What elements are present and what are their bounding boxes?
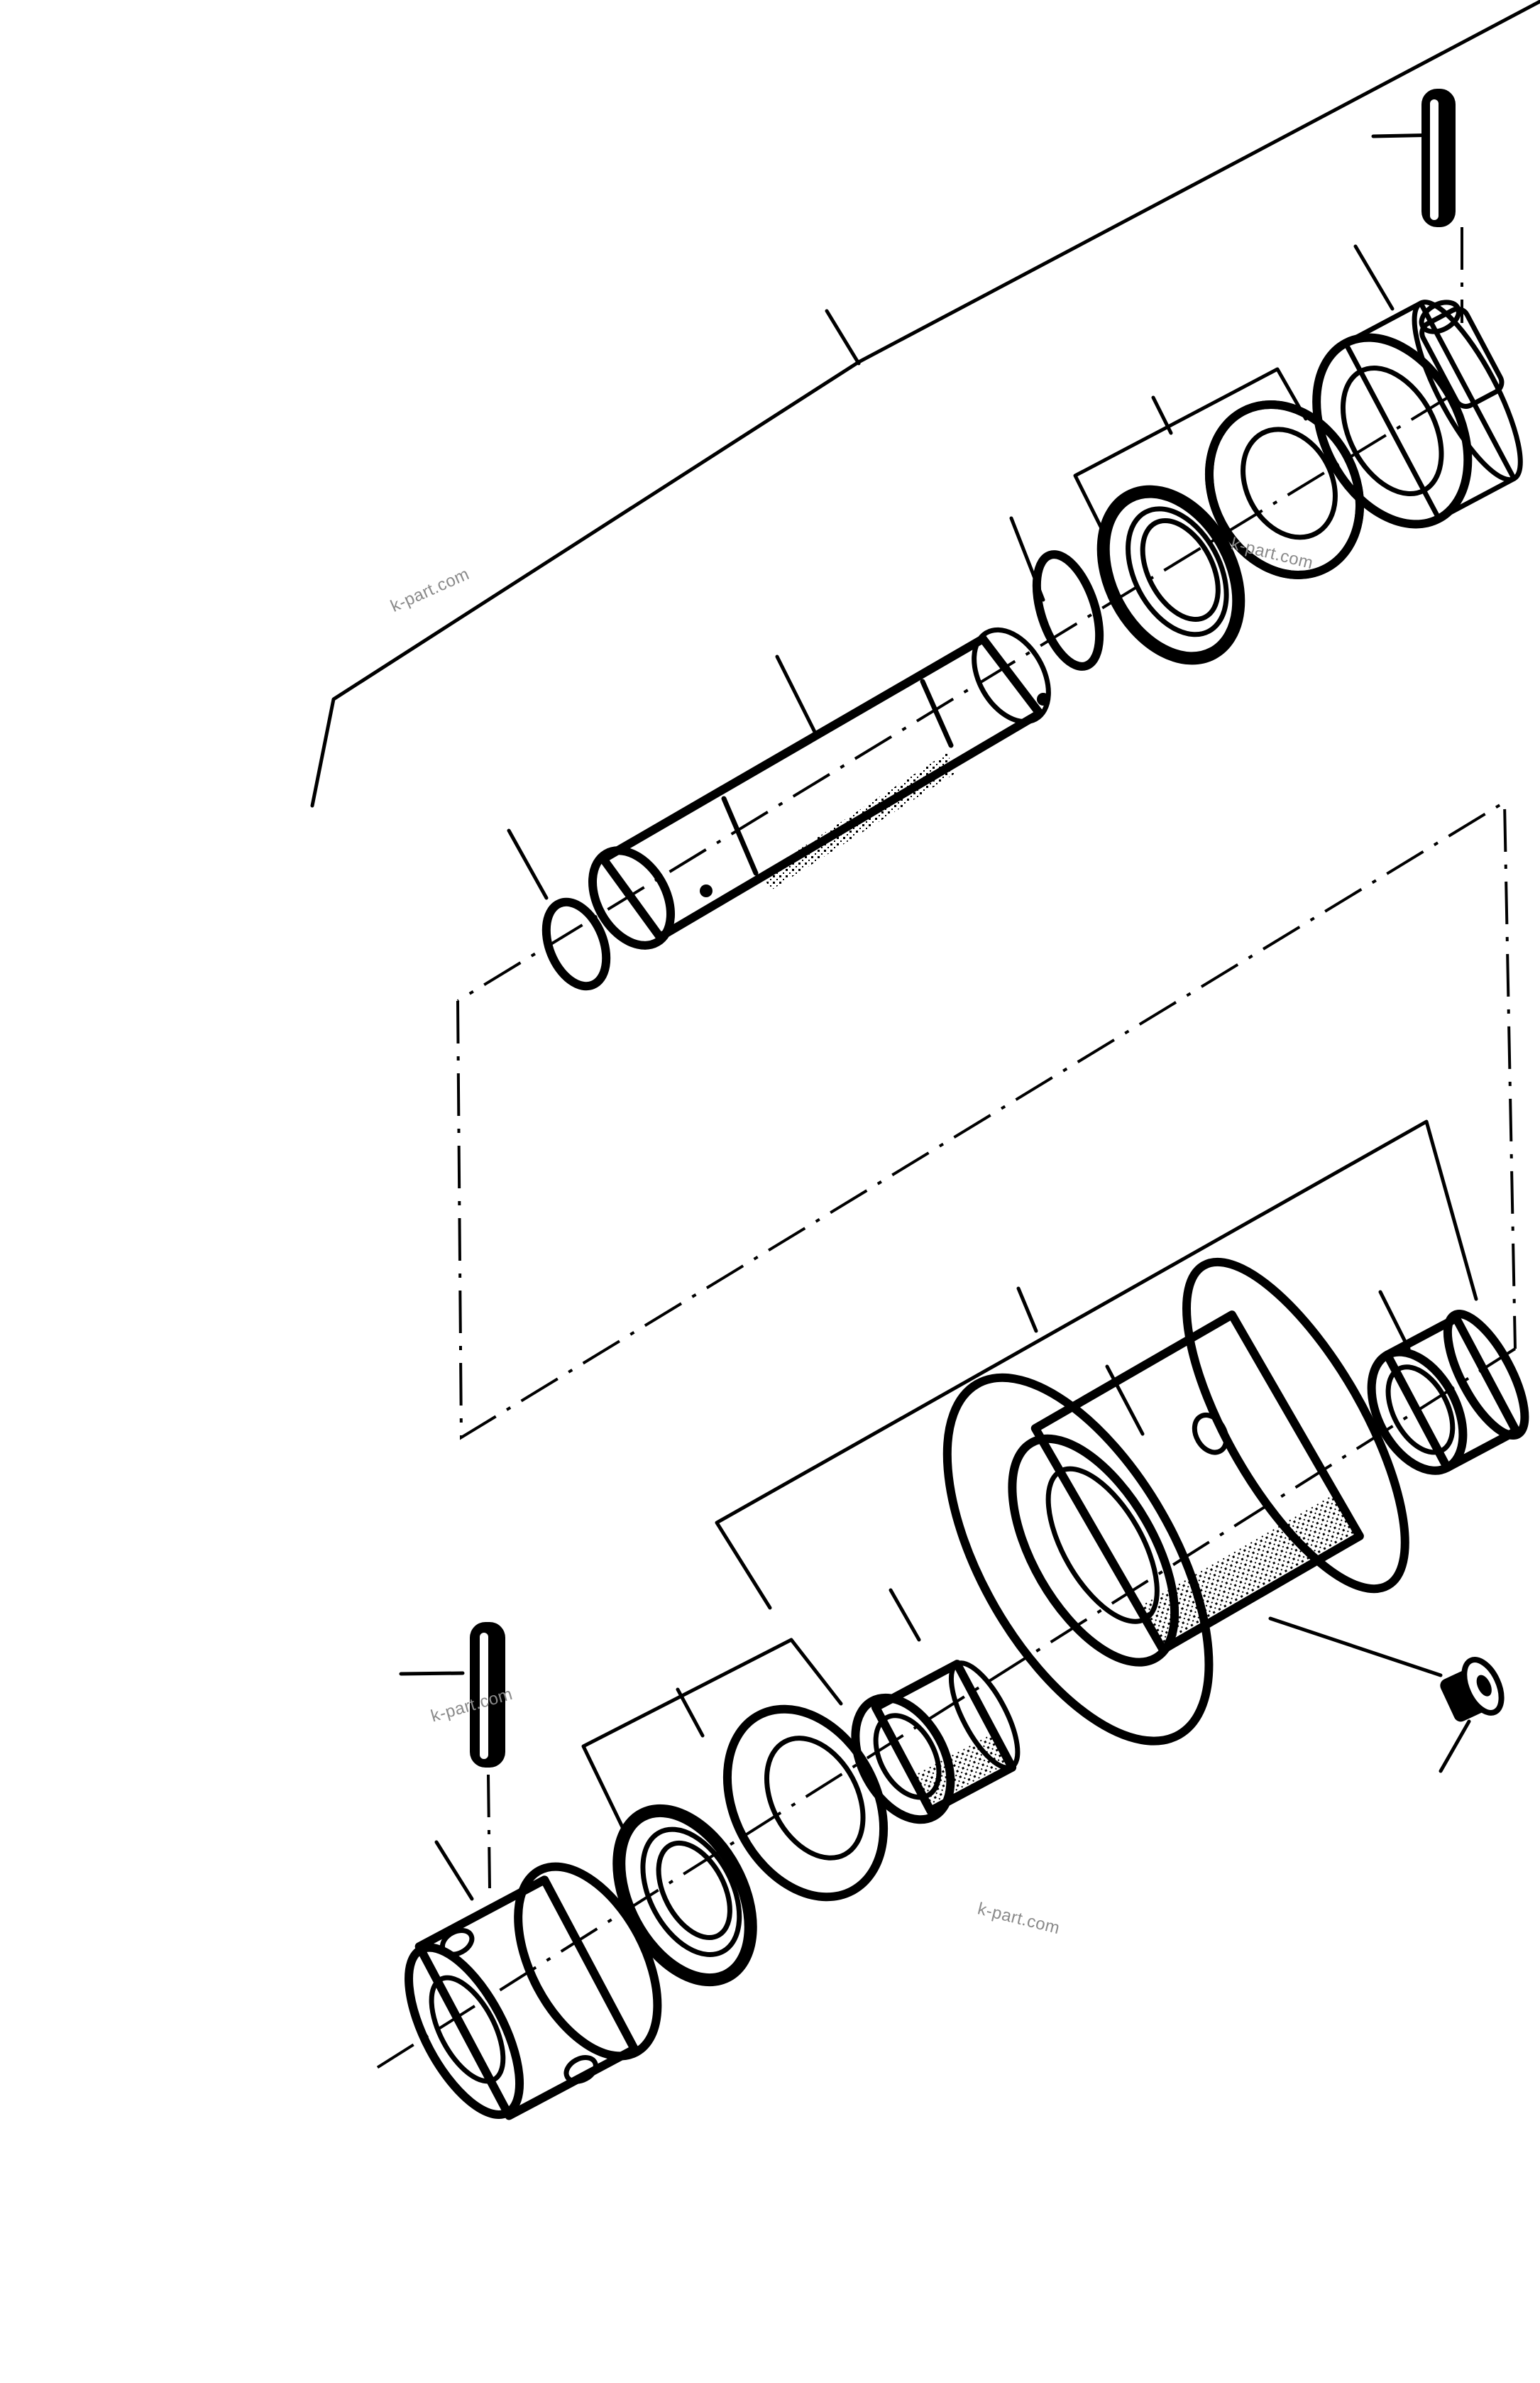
- bushing-right: [1367, 1310, 1529, 1475]
- floating-seal-upper: [1096, 485, 1245, 665]
- end-collar-lower: [405, 1862, 662, 2120]
- end-collar-upper: [1312, 300, 1523, 529]
- roller-shaft: [588, 627, 1051, 950]
- o-ring-upper: [1032, 550, 1104, 671]
- roller-body: [942, 1257, 1409, 1746]
- thrust-washer-upper: [1204, 400, 1365, 579]
- thrust-washer-lower: [722, 1704, 889, 1902]
- bushing-left: [851, 1660, 1021, 1824]
- leader-lines: [310, 0, 1540, 1901]
- plug: [1440, 1657, 1505, 1722]
- o-ring-lower: [541, 897, 611, 991]
- roll-pin-lower: [470, 1622, 505, 1768]
- roll-pin-upper: [1421, 89, 1456, 227]
